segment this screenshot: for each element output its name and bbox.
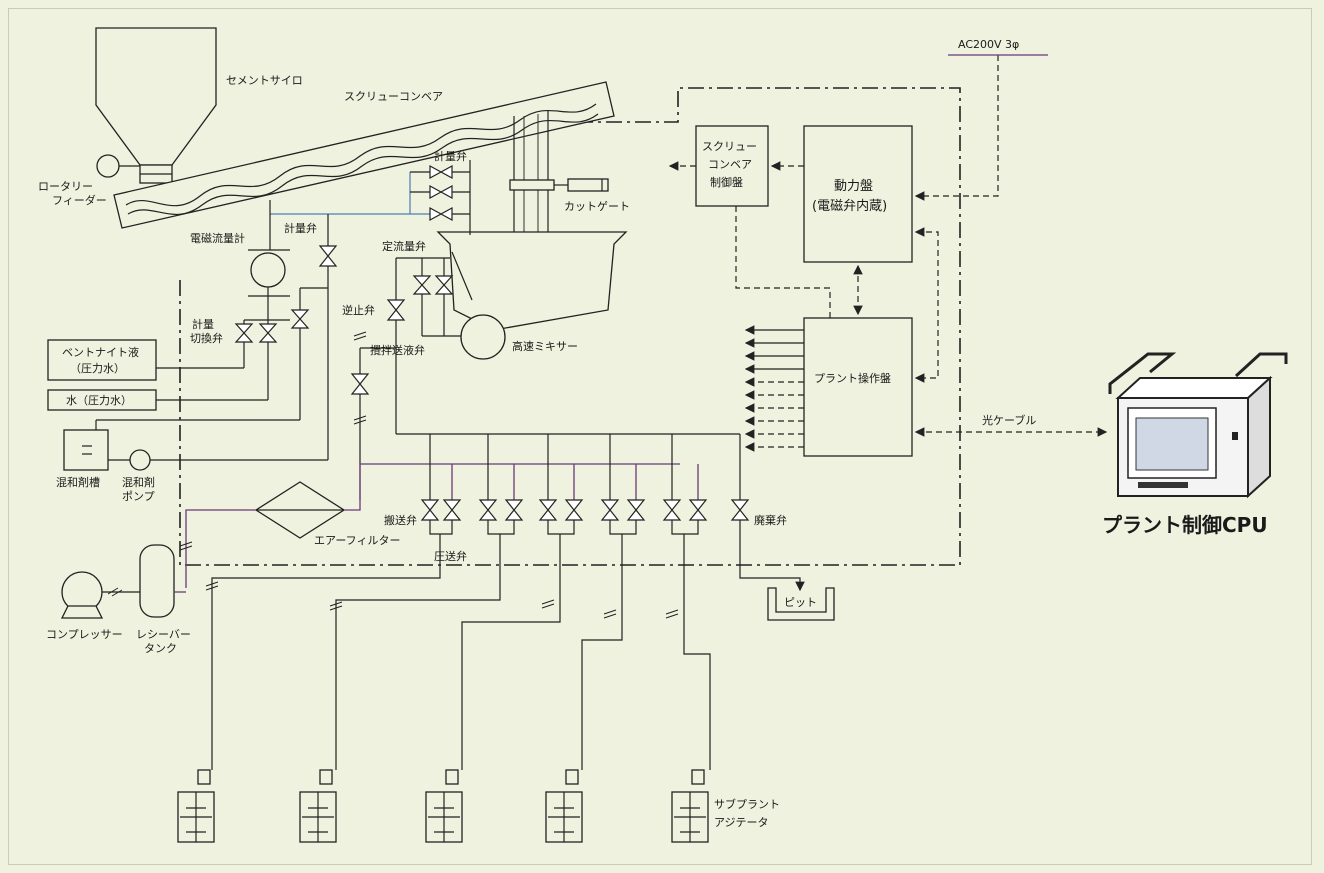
label-admixture-pump-2: ポンプ <box>122 490 155 503</box>
label-rotary-feeder-1: ロータリー <box>38 180 93 193</box>
label-ac-supply: AC200V 3φ <box>958 38 1019 51</box>
label-bentonite-2: （圧力水） <box>70 362 125 375</box>
line-break-marks <box>107 331 679 619</box>
power-panel <box>803 125 913 263</box>
label-constant-flow-valve: 定流量弁 <box>382 239 426 253</box>
label-compressor: コンプレッサー <box>46 628 123 641</box>
label-sub-plant-2: アジテータ <box>714 816 769 829</box>
screw-conveyor <box>113 81 615 229</box>
constant-flow-valves <box>396 257 461 337</box>
label-power-panel-2: (電磁弁内蔵) <box>812 198 887 214</box>
label-air-filter: エアーフィルター <box>314 534 400 547</box>
meter-valves-top <box>270 160 471 235</box>
check-valve <box>350 258 740 500</box>
meter-switch-valves <box>234 319 290 400</box>
label-pressure-valve: 圧送弁 <box>434 549 467 563</box>
plant-cpu-device <box>1108 352 1288 499</box>
label-power-panel-1: 動力盤 <box>834 179 873 194</box>
admixture-pump <box>108 449 328 471</box>
diagram-frame <box>8 8 1312 865</box>
label-sub-plant-1: サブプラント <box>714 797 780 811</box>
label-check-valve: 逆止弁 <box>342 303 375 317</box>
plant-panel-outputs <box>744 325 804 452</box>
label-optical-cable: 光ケーブル <box>982 413 1036 427</box>
cabinet-boundary <box>179 87 961 566</box>
label-screw-conveyor-ctrl-3: 制御盤 <box>710 175 743 189</box>
label-screw-conveyor-ctrl-1: スクリュー <box>702 140 757 153</box>
label-meter-switch-valve-1: 計量 <box>192 317 214 331</box>
mixer-tank <box>436 231 628 360</box>
admixture-tank <box>63 429 109 471</box>
meter-valve-left <box>95 214 338 460</box>
label-meter-switch-valve-2: 切換弁 <box>190 331 223 345</box>
air-filter <box>185 463 680 588</box>
label-plant-cpu: プラント制御CPU <box>1102 513 1268 537</box>
compressor <box>60 571 140 619</box>
label-meter-valve-left: 計量弁 <box>284 221 317 235</box>
label-water: 水（圧力水） <box>66 394 132 407</box>
label-em-flowmeter: 電磁流量計 <box>190 231 245 245</box>
label-waste-valve: 廃棄弁 <box>754 513 787 527</box>
label-cut-gate: カットゲート <box>564 200 630 213</box>
label-rotary-feeder-2: フィーダー <box>52 193 107 207</box>
chute <box>509 110 555 232</box>
label-screw-conveyor-ctrl-2: コンベア <box>708 158 752 171</box>
bentonite-box <box>47 339 157 381</box>
label-stir-feed-valve: 攪拌送液弁 <box>370 343 425 357</box>
plant-operation-panel <box>803 317 913 457</box>
label-cement-silo: セメントサイロ <box>226 74 303 87</box>
label-screw-conveyor: スクリューコンベア <box>344 90 443 103</box>
em-flowmeter <box>248 249 290 320</box>
screw-conveyor-control-panel <box>695 125 769 207</box>
pit <box>767 587 835 621</box>
label-feed-valve: 搬送弁 <box>384 513 417 527</box>
label-pit: ピット <box>784 596 817 609</box>
receiver-tank <box>139 544 186 618</box>
valve-bank <box>211 434 805 770</box>
cut-gate <box>554 178 609 192</box>
label-meter-valve-top: 計量弁 <box>434 149 467 163</box>
label-plant-panel: プラント操作盤 <box>814 371 891 385</box>
label-receiver-tank-2: タンク <box>144 642 177 655</box>
label-admixture-tank: 混和剤槽 <box>56 475 100 489</box>
sub-plant-agitators <box>177 769 709 843</box>
cement-silo <box>95 27 217 184</box>
label-bentonite-1: ベントナイト液 <box>62 345 139 359</box>
label-admixture-pump-1: 混和剤 <box>122 475 155 489</box>
label-receiver-tank-1: レシーバー <box>136 628 191 641</box>
label-high-speed-mixer: 高速ミキサー <box>512 339 578 353</box>
rotary-feeder <box>96 154 140 178</box>
